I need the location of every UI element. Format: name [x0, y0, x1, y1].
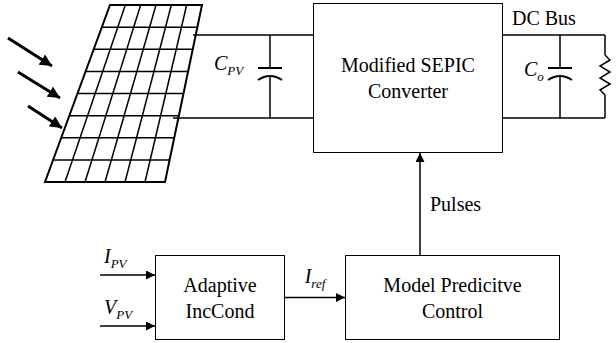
sun-rays [8, 38, 62, 128]
node-label: Model Predicitve Control [354, 272, 551, 324]
signal-name: VPV [104, 296, 132, 322]
signal-name: Pulses [428, 193, 483, 215]
pv-wires [173, 35, 313, 118]
node-label: Modified SEPIC Converter [322, 52, 494, 104]
signal-name: IPV [104, 245, 127, 271]
panel-grid [94, 49, 193, 51]
controller-box: Adaptive IncCond [155, 255, 285, 340]
bus-label: DC Bus [512, 7, 576, 29]
controller-box: Model Predicitve Control [345, 255, 560, 340]
dc-bus-wires [503, 35, 610, 118]
pv-panel [45, 5, 202, 182]
panel-grid [78, 93, 184, 95]
converter-box: Modified SEPIC Converter [313, 3, 503, 153]
input-arrows [100, 275, 155, 326]
node-label: Adaptive IncCond [164, 272, 276, 324]
panel-grid [61, 137, 174, 139]
panel-grid [69, 115, 179, 117]
capacitor-label: CPV [214, 52, 243, 78]
panel-frame [45, 5, 202, 182]
signal-arrow [419, 153, 421, 255]
capacitor-label: Co [524, 58, 544, 84]
panel-grid [53, 159, 170, 161]
signal-arrow [285, 297, 345, 299]
panel-grid [86, 71, 189, 73]
signal-name: Iref [303, 265, 328, 291]
panel-grid [102, 26, 198, 28]
